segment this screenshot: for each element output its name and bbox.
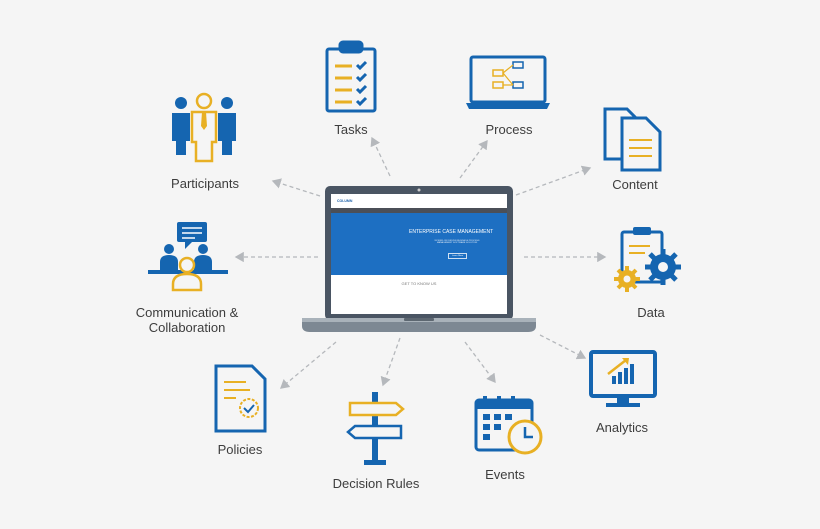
- label-events: Events: [485, 467, 525, 482]
- people-group-icon: [172, 92, 236, 163]
- arrow-decision-rules: [380, 337, 401, 387]
- arrow-tasks: [370, 136, 391, 177]
- arrow-policies: [280, 341, 337, 389]
- meeting-chat-icon: [148, 222, 228, 292]
- section-title: GET TO KNOW US: [401, 281, 437, 286]
- label-data: Data: [637, 305, 665, 320]
- label-communication-line1: Communication &: [135, 305, 239, 320]
- arrow-analytics: [539, 334, 587, 360]
- site-nav: [331, 208, 507, 213]
- monitor-chart-icon: [589, 350, 657, 407]
- hero-subtitle: WORKFLOW DRIVEN BUSINESS PROCESS MANAGEM…: [434, 240, 480, 244]
- signpost-icon: [346, 392, 405, 465]
- arrow-content: [515, 165, 592, 196]
- arrow-events: [464, 341, 496, 384]
- calendar-clock-icon: [474, 396, 543, 455]
- label-policies: Policies: [217, 442, 263, 457]
- site-hero: ENTERPRISE CASE MANAGEMENT WORKFLOW DRIV…: [331, 213, 507, 275]
- hero-title: ENTERPRISE CASE MANAGEMENT: [409, 229, 494, 235]
- documents-icon: [603, 107, 662, 172]
- laptop-screen: COLUMN ENTERPRISE CASE MANAGEMENT WORKFL…: [331, 194, 507, 314]
- label-decision-rules: Decision Rules: [332, 476, 420, 491]
- learn-more-button: Learn More: [448, 253, 468, 259]
- clipboard-gears-icon: [614, 227, 681, 292]
- arrow-process: [459, 139, 488, 179]
- label-participants: Participants: [171, 176, 239, 191]
- label-process: Process: [485, 122, 533, 137]
- site-logo: COLUMN: [337, 199, 353, 203]
- arrow-participants: [271, 178, 321, 197]
- certificate-document-icon: [214, 364, 267, 433]
- clipboard-checklist-icon: [325, 40, 377, 113]
- site-header: COLUMN: [331, 194, 507, 208]
- label-content: Content: [612, 177, 658, 192]
- label-communication-line2: Collaboration: [148, 320, 226, 335]
- label-analytics: Analytics: [595, 420, 649, 435]
- laptop-flowchart-icon: [466, 55, 550, 109]
- label-tasks: Tasks: [334, 122, 368, 137]
